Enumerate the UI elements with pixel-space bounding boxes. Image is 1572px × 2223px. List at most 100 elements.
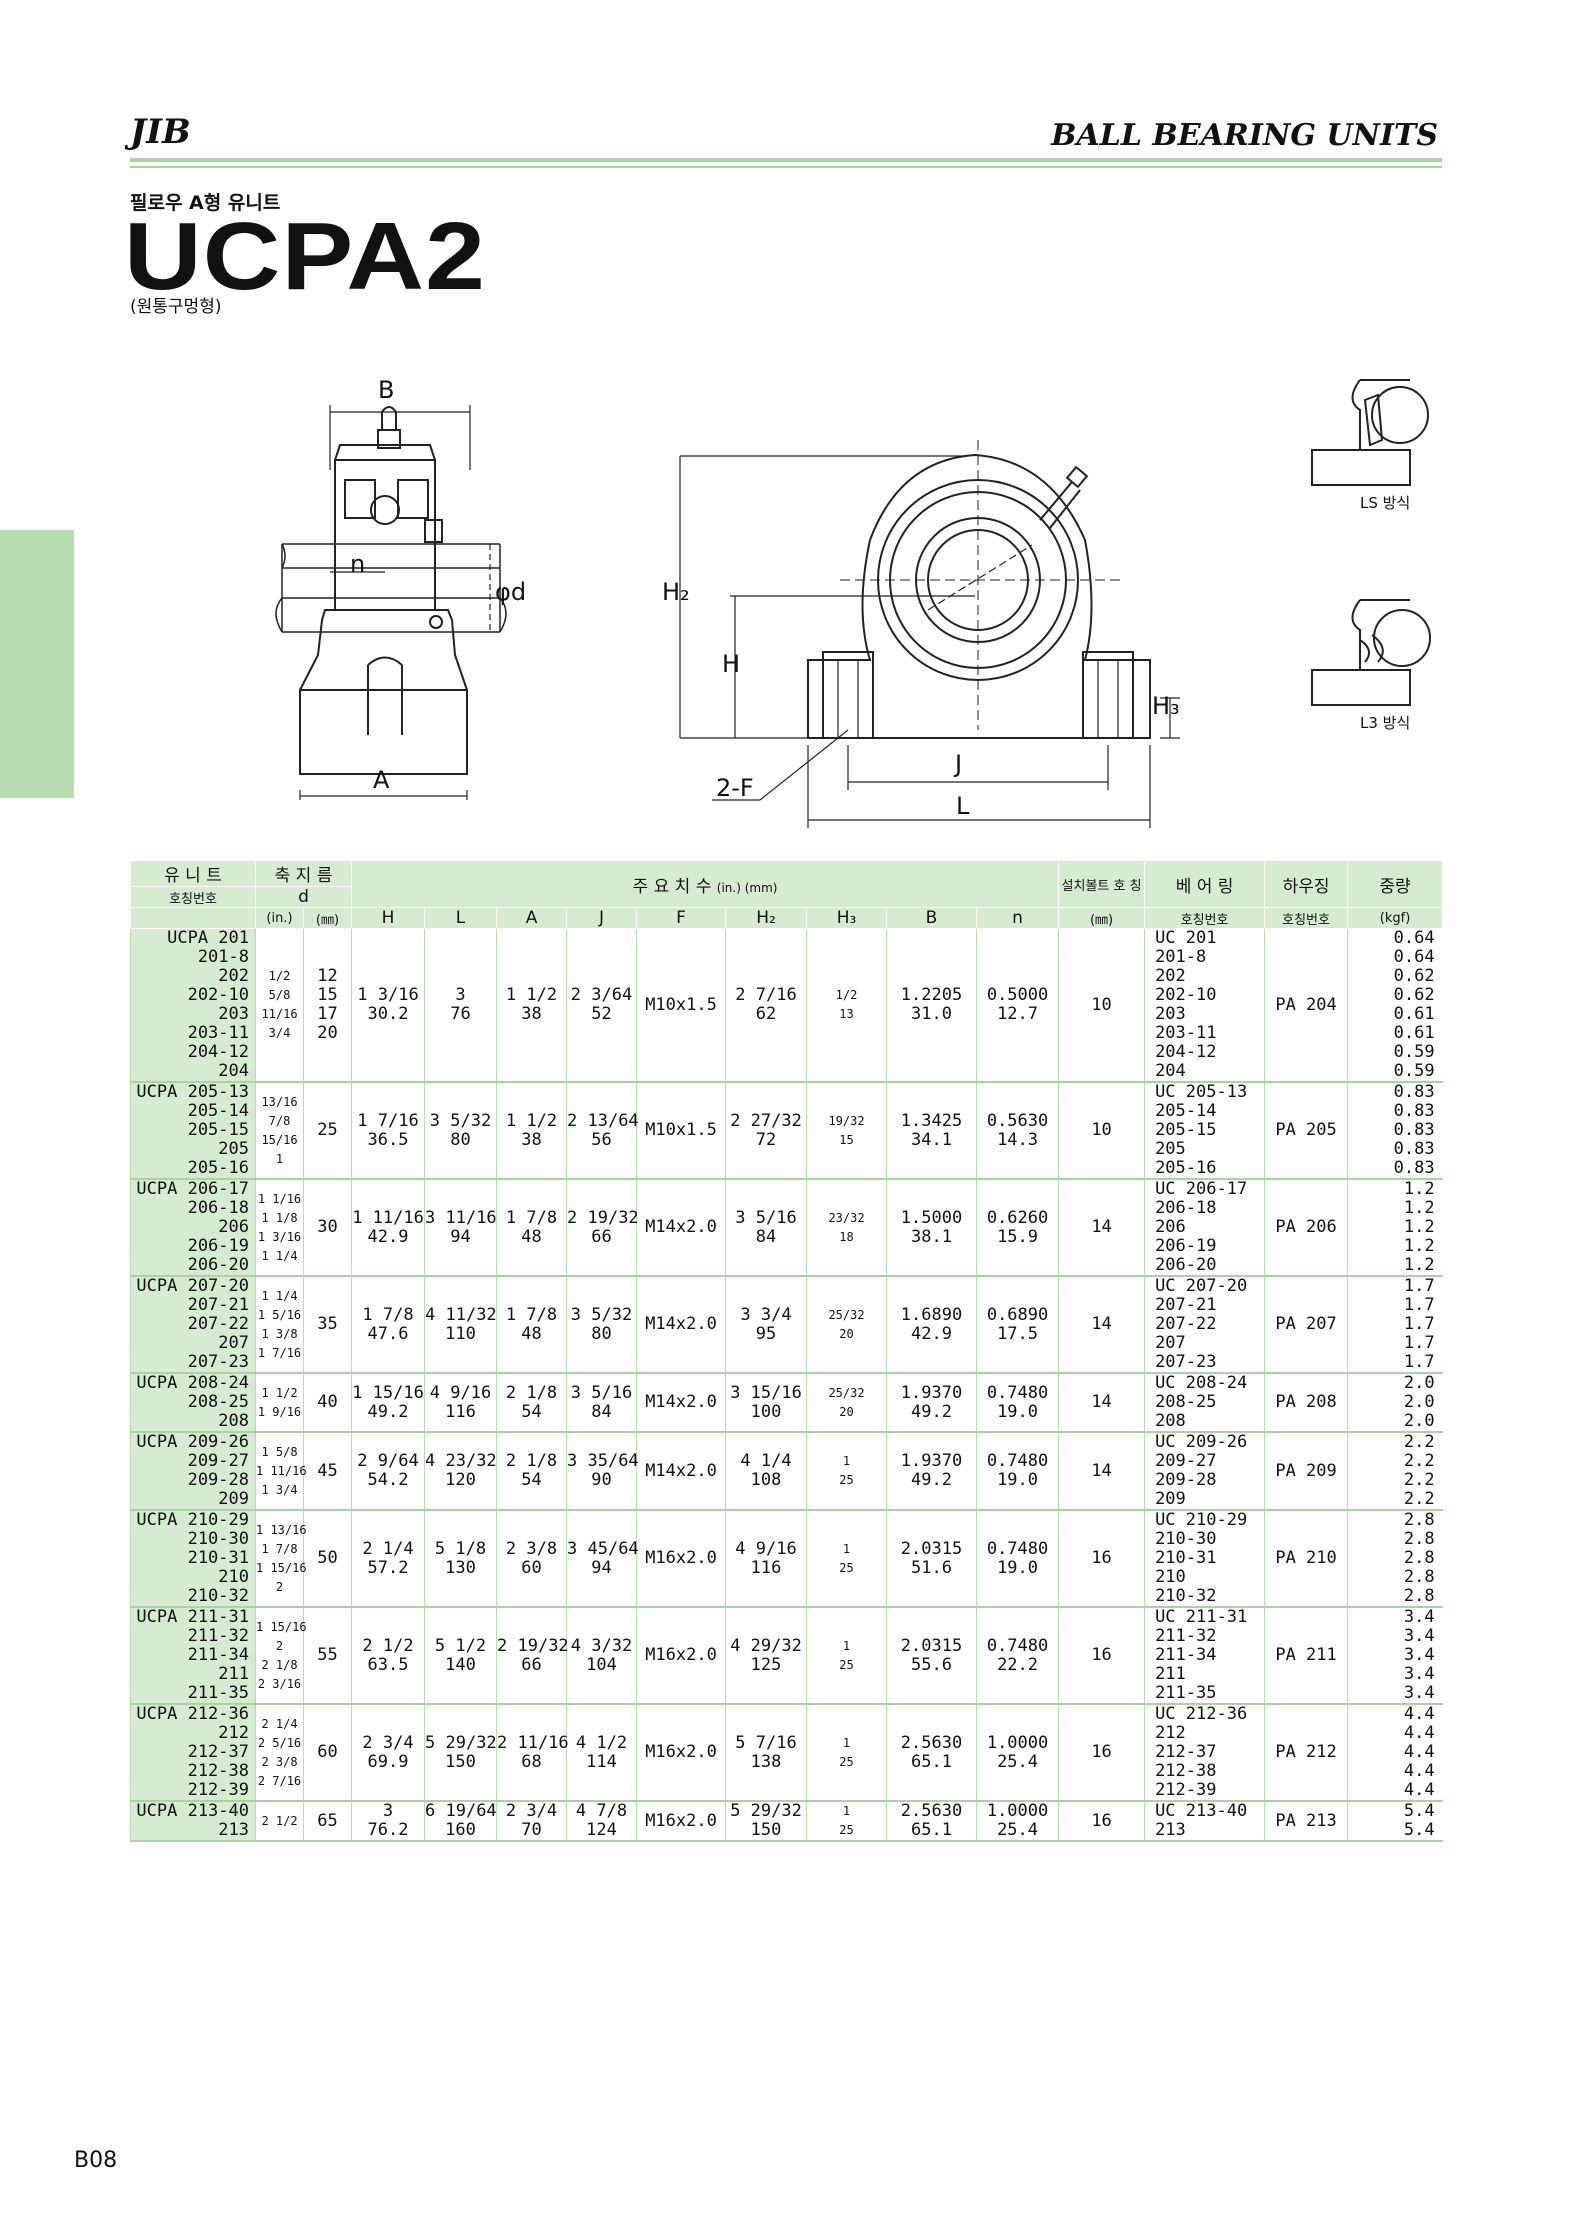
th-bearing-no: 호칭번호 (1144, 907, 1266, 929)
shaft-in-value: 3/4 (268, 1026, 291, 1040)
weight-list-value: 2.0 (1403, 1373, 1435, 1393)
th-dim-f: F (636, 907, 727, 929)
weight-list-value: 0.83 (1393, 1101, 1435, 1121)
bearing-list-value: 212-37 (1155, 1742, 1217, 1762)
bearing-list-value: 206-18 (1155, 1198, 1217, 1218)
cell-housing: PA 205 (1264, 1082, 1348, 1180)
dim-a-value: 2 1/8 (505, 1382, 558, 1403)
unit-list-value: 208 (218, 1411, 249, 1431)
dim-j-label: J (953, 750, 962, 778)
shaft-mm-value: 45 (317, 1460, 338, 1481)
dim-b-value: 49.2 (911, 1470, 952, 1490)
shaft-mm-value: 55 (317, 1645, 338, 1665)
weight-list-value: 0.62 (1393, 966, 1435, 986)
cell-dim-f: M16x2.0 (636, 1704, 726, 1802)
dim-b-value: 2.0315 (900, 1635, 963, 1656)
shaft-in-value: 1 11/16 (256, 1463, 307, 1478)
bearing-list-value: 207-21 (1155, 1295, 1217, 1315)
shaft-in-value: 15/16 (261, 1132, 298, 1147)
bearing-list-value: 206 (1155, 1217, 1186, 1237)
dim-j-value: 80 (591, 1323, 612, 1344)
dim-h2-value: 84 (755, 1226, 777, 1247)
bearing-list-value: 207-23 (1155, 1352, 1217, 1372)
dim-f-value: M14x2.0 (645, 1217, 717, 1237)
bearing-list-value: 204 (1155, 1061, 1186, 1081)
dim-h-value: 76.2 (367, 1820, 409, 1840)
housing-value: PA 211 (1275, 1645, 1337, 1665)
th-dim-h: H (351, 907, 426, 929)
th-weight-unit: (kgf) (1347, 907, 1444, 929)
weight-list-value: 4.4 (1403, 1704, 1435, 1724)
series-title: BALL BEARING UNITS (1051, 118, 1438, 153)
bearing-list-value: 210 (1155, 1567, 1186, 1587)
dim-j-value: 114 (586, 1751, 617, 1772)
shaft-mm-value: 17 (317, 1004, 338, 1024)
weight-list-value: 0.61 (1393, 1004, 1435, 1024)
dim-l-value: 3 11/16 (425, 1207, 497, 1228)
dim-f-value: M16x2.0 (645, 1645, 717, 1665)
unit-list-value: UCPA 206-17 (136, 1179, 249, 1199)
seal-detail-l3 (1311, 599, 1431, 706)
weight-list-value: 0.83 (1393, 1139, 1435, 1159)
weight-list-value: 4.4 (1403, 1742, 1435, 1762)
cell-shaft-mm: 55 (302, 1607, 352, 1705)
dim-n-value: 1.0000 (986, 1732, 1049, 1753)
housing-value: PA 212 (1275, 1742, 1337, 1762)
shaft-in-value: 1 7/8 (261, 1541, 298, 1556)
unit-list-value: 212-38 (187, 1761, 249, 1781)
cell-housing: PA 208 (1264, 1373, 1348, 1433)
th-dim-n: n (976, 907, 1060, 929)
dim-n-value: 0.6890 (986, 1304, 1049, 1325)
spec-table: 유 니 트 축 지 름 주 요 치 수 (in.) (mm) 설치볼트 호 칭 … (130, 860, 1444, 1842)
cell-dim-f: M16x2.0 (636, 1801, 726, 1842)
cell-housing: PA 206 (1264, 1179, 1348, 1277)
cell-bolt: 14 (1058, 1373, 1145, 1433)
variant-note: (원통구멍형) (130, 297, 222, 317)
dim-h2-value: 5 29/32 (730, 1801, 802, 1821)
bearing-list-value: 209-27 (1155, 1451, 1217, 1471)
weight-list-value: 3.4 (1403, 1683, 1435, 1703)
cell-dim-f: M10x1.5 (636, 1082, 726, 1180)
dim-a-value: 1 1/2 (505, 1110, 558, 1131)
cell-housing: PA 204 (1264, 928, 1348, 1083)
dim-h-value: 69.9 (367, 1751, 409, 1772)
dim-a-value: 54 (521, 1401, 542, 1422)
unit-list-value: 205-16 (187, 1158, 249, 1178)
weight-list-value: 1.2 (1403, 1236, 1435, 1256)
weight-list-value: 1.7 (1403, 1295, 1435, 1315)
bolt-value: 16 (1091, 1810, 1112, 1831)
dim-f-value: M10x1.5 (645, 994, 717, 1015)
bearing-list-value: 211-35 (1155, 1683, 1217, 1703)
cell-housing: PA 209 (1264, 1432, 1348, 1511)
th-shaft-mm: (㎜) (302, 907, 353, 929)
cell-housing: PA 211 (1264, 1607, 1348, 1705)
dim-n-value: 12.7 (997, 1004, 1039, 1024)
cell-dim-f: M14x2.0 (636, 1432, 726, 1511)
dim-b-value: 2.5630 (900, 1801, 963, 1821)
unit-list-value: UCPA 207-20 (136, 1276, 249, 1296)
dim-a-label: A (373, 766, 390, 794)
bearing-list-value: 205-16 (1155, 1158, 1217, 1178)
dim-b-value: 2.0315 (900, 1538, 963, 1559)
weight-list-value: 2.8 (1403, 1529, 1435, 1549)
unit-list-value: 205 (218, 1139, 249, 1159)
cell-shaft-in: 2 1/2 (255, 1801, 304, 1842)
cell-dim-f: M16x2.0 (636, 1510, 726, 1608)
dim-j-value: 4 3/32 (570, 1635, 633, 1656)
